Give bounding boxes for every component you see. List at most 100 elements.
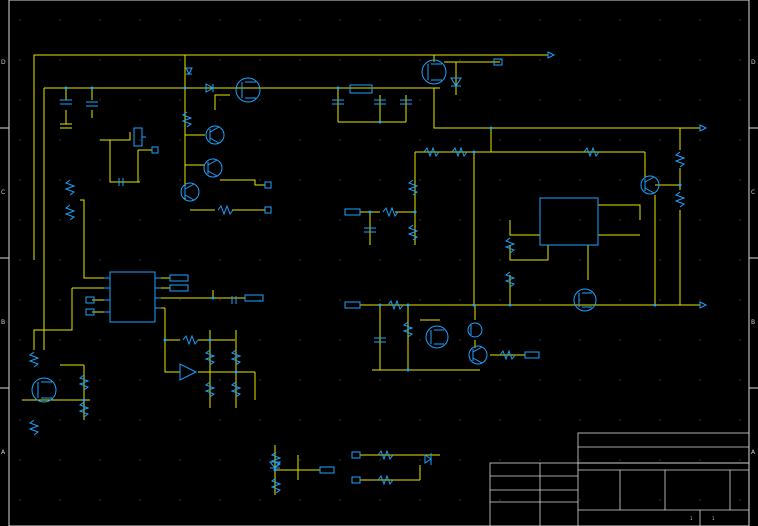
- resistor-r13: [504, 237, 516, 254]
- title-block: 1 1: [489, 432, 750, 526]
- mosfet-m1: [235, 77, 261, 103]
- resistor-r16: [402, 321, 414, 338]
- grid-dot: [459, 379, 461, 381]
- grid-dot: [499, 219, 501, 221]
- grid-dot: [699, 219, 701, 221]
- grid-dot: [459, 59, 461, 61]
- grid-dot: [739, 419, 741, 421]
- grid-dot: [99, 179, 101, 181]
- zone-label-c-left: C: [1, 189, 5, 196]
- grid-dot: [219, 19, 221, 21]
- capacitor-c6: [364, 227, 376, 233]
- grid-dot: [59, 139, 61, 141]
- port-flags: [85, 51, 708, 484]
- grid-dot: [99, 219, 101, 221]
- grid-dot: [699, 139, 701, 141]
- grid-dot: [19, 219, 21, 221]
- grid-dot: [459, 259, 461, 261]
- grid-dot: [339, 459, 341, 461]
- ic-u2: [539, 197, 599, 246]
- grid-dot: [339, 379, 341, 381]
- grid-dot: [379, 179, 381, 181]
- resistor-r12: [674, 191, 686, 208]
- grid-dot: [739, 179, 741, 181]
- grid-dot: [659, 219, 661, 221]
- grid-dot: [339, 139, 341, 141]
- grid-dot: [99, 59, 101, 61]
- grid-dot: [579, 99, 581, 101]
- capacitor-c8: [231, 296, 237, 304]
- resistor-r26: [78, 401, 90, 418]
- grid-dot: [379, 499, 381, 501]
- grid-dot: [259, 219, 261, 221]
- grid-dot: [59, 179, 61, 181]
- grid-dot: [699, 179, 701, 181]
- grid-dot: [419, 99, 421, 101]
- resistor-r9: [451, 146, 468, 158]
- grid-dot: [139, 299, 141, 301]
- grid-dot: [179, 299, 181, 301]
- grid-dot: [219, 299, 221, 301]
- grid-dot: [299, 219, 301, 221]
- grid-dot: [19, 419, 21, 421]
- grid-dot: [99, 379, 101, 381]
- junction-dots: [64, 86, 682, 472]
- grid-dot: [659, 459, 661, 461]
- grid-dot: [579, 419, 581, 421]
- grid-dot: [579, 219, 581, 221]
- grid-dot: [59, 419, 61, 421]
- grid-dot: [99, 499, 101, 501]
- grid-dot: [19, 339, 21, 341]
- grid-dot: [219, 219, 221, 221]
- grid-dot: [699, 19, 701, 21]
- grid-dot: [59, 259, 61, 261]
- grid-dot: [579, 499, 581, 501]
- grid-dot: [539, 339, 541, 341]
- grid-dot: [379, 259, 381, 261]
- zone-label-c-right: C: [751, 189, 755, 196]
- resistor-r20: [230, 349, 242, 366]
- grid-dot: [299, 379, 301, 381]
- grid-dot: [219, 59, 221, 61]
- grid-dot: [59, 59, 61, 61]
- grid-dot: [419, 419, 421, 421]
- grid-dot: [459, 499, 461, 501]
- grid-dot: [579, 139, 581, 141]
- grid-dot: [139, 219, 141, 221]
- grid-dot: [299, 139, 301, 141]
- grid-dot: [179, 499, 181, 501]
- grid-dot: [19, 59, 21, 61]
- grid-dot: [499, 379, 501, 381]
- grid-dot: [459, 339, 461, 341]
- grid-dot: [139, 99, 141, 101]
- grid-dot: [19, 379, 21, 381]
- zone-label-d-left: D: [1, 59, 6, 66]
- grid-dot: [419, 179, 421, 181]
- transistor-q4: [640, 175, 660, 195]
- grid-dot: [699, 499, 701, 501]
- grid-dot: [539, 299, 541, 301]
- ic-u1: [104, 271, 161, 323]
- grid-dots: [19, 19, 741, 501]
- grid-dot: [19, 459, 21, 461]
- grid-dot: [699, 299, 701, 301]
- grid-dot: [579, 339, 581, 341]
- resistor-r18: [182, 334, 199, 346]
- grid-dot: [419, 459, 421, 461]
- grid-dot: [99, 419, 101, 421]
- resistor-r25: [78, 374, 90, 391]
- grid-dot: [59, 299, 61, 301]
- grid-dot: [259, 459, 261, 461]
- grid-dot: [739, 19, 741, 21]
- grid-dot: [259, 179, 261, 181]
- wires: [22, 54, 700, 495]
- grid-dot: [299, 259, 301, 261]
- capacitor-c3: [332, 99, 344, 105]
- grid-dot: [459, 19, 461, 21]
- title-block-sheet-number: 1: [690, 516, 693, 521]
- grid-dot: [339, 179, 341, 181]
- grid-dot: [299, 19, 301, 21]
- grid-dot: [499, 99, 501, 101]
- grid-dot: [379, 379, 381, 381]
